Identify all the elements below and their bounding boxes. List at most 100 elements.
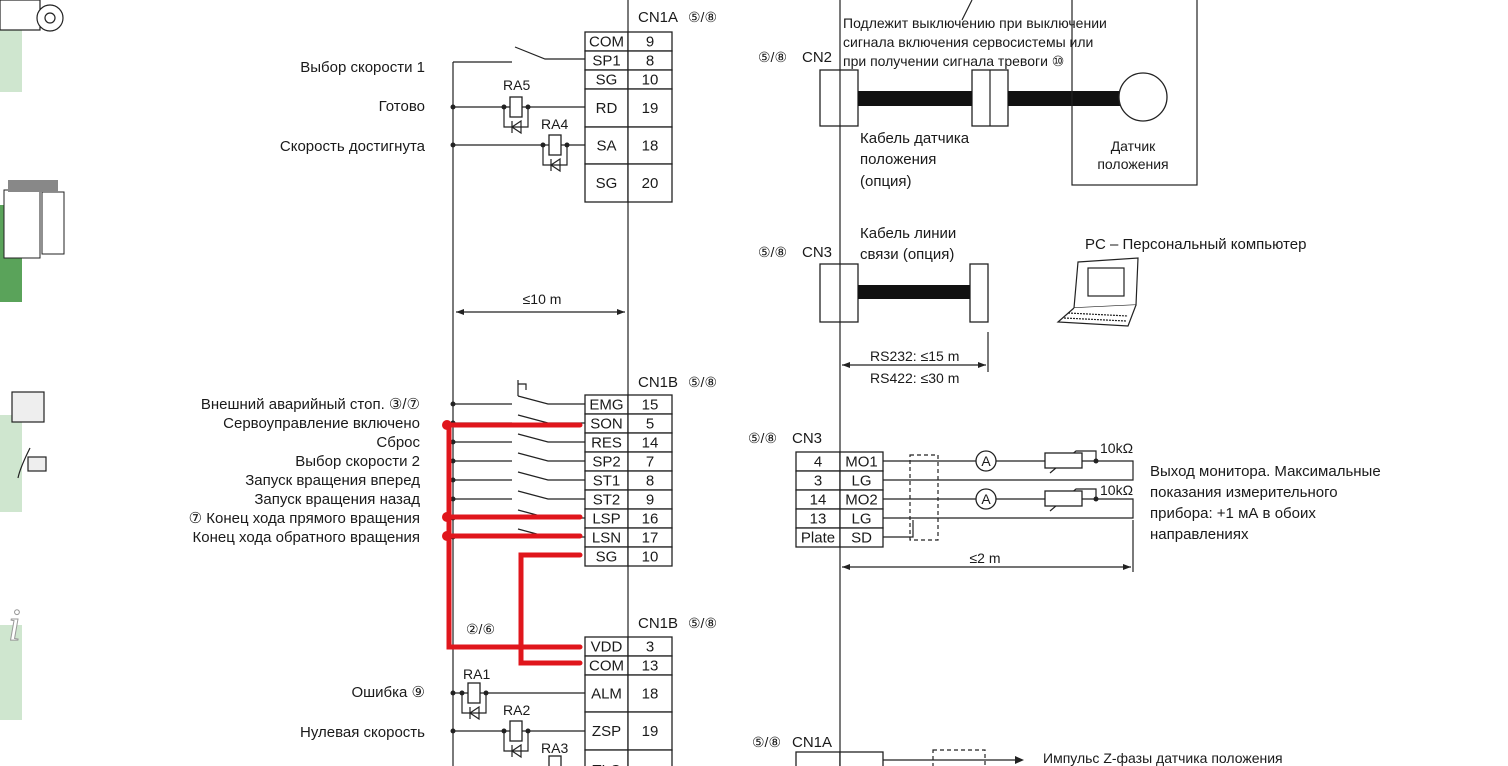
- cn1b-2-cell: [584, 674, 629, 713]
- junction-dot: [501, 104, 507, 110]
- potentiometer-icon: [1044, 490, 1083, 507]
- cn1b-2-pin-number: 3: [646, 639, 654, 656]
- cn1a-bottom-cell: [795, 751, 841, 766]
- junction-dot: [483, 690, 489, 696]
- info-icon: i: [8, 599, 21, 650]
- cn1a-pin-number: 20: [642, 175, 659, 192]
- cn1a-pin-name: SG: [596, 175, 618, 192]
- junction-dot: [450, 458, 456, 464]
- motor-icon: [0, 0, 64, 32]
- potentiometer-icon: [1044, 452, 1083, 469]
- highlight-dot: [442, 512, 452, 522]
- cn1b-2-pin-name: ZSP: [592, 723, 621, 740]
- sidebar-thumbnails[interactable]: i: [0, 0, 65, 720]
- supply-note: ②/⑥: [466, 621, 495, 637]
- highlighted-wiring: [446, 421, 583, 666]
- cn1a-title: CN1A: [638, 9, 678, 26]
- rs422-limit: RS422: ≤30 m: [870, 370, 959, 386]
- cn1b-pin-name: ST1: [593, 473, 621, 490]
- shutoff-note-line: при получении сигнала тревоги ⑩: [843, 53, 1064, 69]
- cn1a-cell: [627, 88, 673, 128]
- cn1a-cell: [584, 163, 629, 203]
- cable-shield: [932, 749, 986, 766]
- cn3-monitor-pin-name: 4: [814, 454, 822, 471]
- cn1a-pin-number: 9: [646, 34, 654, 51]
- cn1b-pin-number: 8: [646, 473, 654, 490]
- junction-dot: [450, 104, 456, 110]
- note-leader: [961, 0, 973, 21]
- comm-cable-label: Кабель линии: [860, 225, 956, 242]
- cn3-monitor-pin-number: MO2: [845, 492, 878, 509]
- signal-label: Сброс: [376, 434, 420, 451]
- cn3-monitor-pin-name: 3: [814, 473, 822, 490]
- cn1a-pin-name: COM: [589, 34, 624, 51]
- junction-dot: [450, 401, 456, 407]
- cn1a-bottom-label: CN1A: [792, 734, 832, 751]
- cn1b-pin-name: SON: [590, 416, 623, 433]
- cn1b-pin-name: LSN: [592, 530, 621, 547]
- diode-icon: [510, 119, 522, 135]
- diode-loop: [461, 693, 487, 714]
- resistor-value: 10kΩ: [1100, 482, 1133, 498]
- cn1a-pin-number: 18: [642, 138, 659, 155]
- cn1a-pin-name: SA: [596, 138, 616, 155]
- cn1b-2-pin-name: TLC: [592, 762, 621, 766]
- cable-shield: [909, 454, 939, 541]
- signal-label: Готово: [379, 98, 425, 115]
- switch-contact: [453, 414, 585, 424]
- cn1b-pin-name: LSP: [592, 511, 620, 528]
- cn2-note: ⑤/⑧: [758, 49, 787, 65]
- junction-dot: [450, 439, 456, 445]
- cn1b-2-pin-name: ALM: [591, 686, 622, 703]
- cn1b-2-cell: [627, 749, 673, 766]
- monitor-wiring: [883, 450, 1134, 481]
- ammeter-label: A: [981, 453, 991, 469]
- z-phase-label: Импульс Z-фазы датчика положения: [1043, 750, 1283, 766]
- cn1b-2-note: ⑤/⑧: [688, 615, 717, 631]
- relay-label: RA4: [541, 116, 568, 132]
- cn1a-bottom-pin-name: 5: [814, 763, 822, 766]
- cn1b-2-cell: [584, 749, 629, 766]
- monitor-wiring: [883, 488, 1134, 519]
- cn1b-2-pin-name: VDD: [591, 639, 623, 656]
- encoder-label: положения: [1097, 156, 1168, 172]
- signal-label: Скорость достигнута: [280, 138, 426, 155]
- switch-contact: [453, 452, 585, 462]
- encoder-symbol: [1118, 72, 1168, 122]
- diode-loop: [542, 145, 568, 166]
- cn3-note: ⑤/⑧: [758, 244, 787, 260]
- encoder-cable: [819, 69, 1121, 127]
- relay-label: RA2: [503, 702, 530, 718]
- switch-contact: [453, 490, 585, 500]
- dimension-10m-arrow: [456, 309, 625, 315]
- cn1b-title: CN1B: [638, 374, 678, 391]
- diode-icon: [468, 705, 480, 721]
- cn1b-pin-number: 5: [646, 416, 654, 433]
- sidebar-block-connectors[interactable]: [0, 415, 22, 512]
- laptop-icon: [1056, 257, 1139, 327]
- cn2-label: CN2: [802, 49, 832, 66]
- cn1a-pin-number: 8: [646, 53, 654, 70]
- cn3-monitor-pin-name: Plate: [801, 530, 835, 547]
- resistor-value: 10kΩ: [1100, 440, 1133, 456]
- cn3-monitor-pin-number: LG: [851, 473, 871, 490]
- cn1b-2-cell: [627, 674, 673, 713]
- cn1a-pin-name: RD: [596, 100, 618, 117]
- rs-dimension-arrow: [842, 362, 986, 368]
- signal-label: Выбор скорости 1: [300, 59, 425, 76]
- relay-label: RA3: [541, 740, 568, 756]
- relay-coil: [509, 96, 523, 118]
- servo-drive-icon: [3, 180, 65, 259]
- monitor-description: прибора: +1 мА в обоих: [1150, 505, 1316, 522]
- diode-loop: [503, 731, 529, 752]
- cn1a-bottom-pin-number: LZ: [853, 763, 871, 766]
- highlight-dot: [442, 531, 452, 541]
- signal-label: Сервоуправление включено: [223, 415, 420, 432]
- sidebar-block-info[interactable]: [0, 625, 22, 720]
- relay-label: RA5: [503, 77, 530, 93]
- cn1b-pin-number: 17: [642, 530, 659, 547]
- pc-label: PC – Персональный компьютер: [1085, 236, 1306, 253]
- signal-label: Выбор скорости 2: [295, 453, 420, 470]
- diode-icon: [549, 157, 561, 173]
- cn1a-cell: [627, 163, 673, 203]
